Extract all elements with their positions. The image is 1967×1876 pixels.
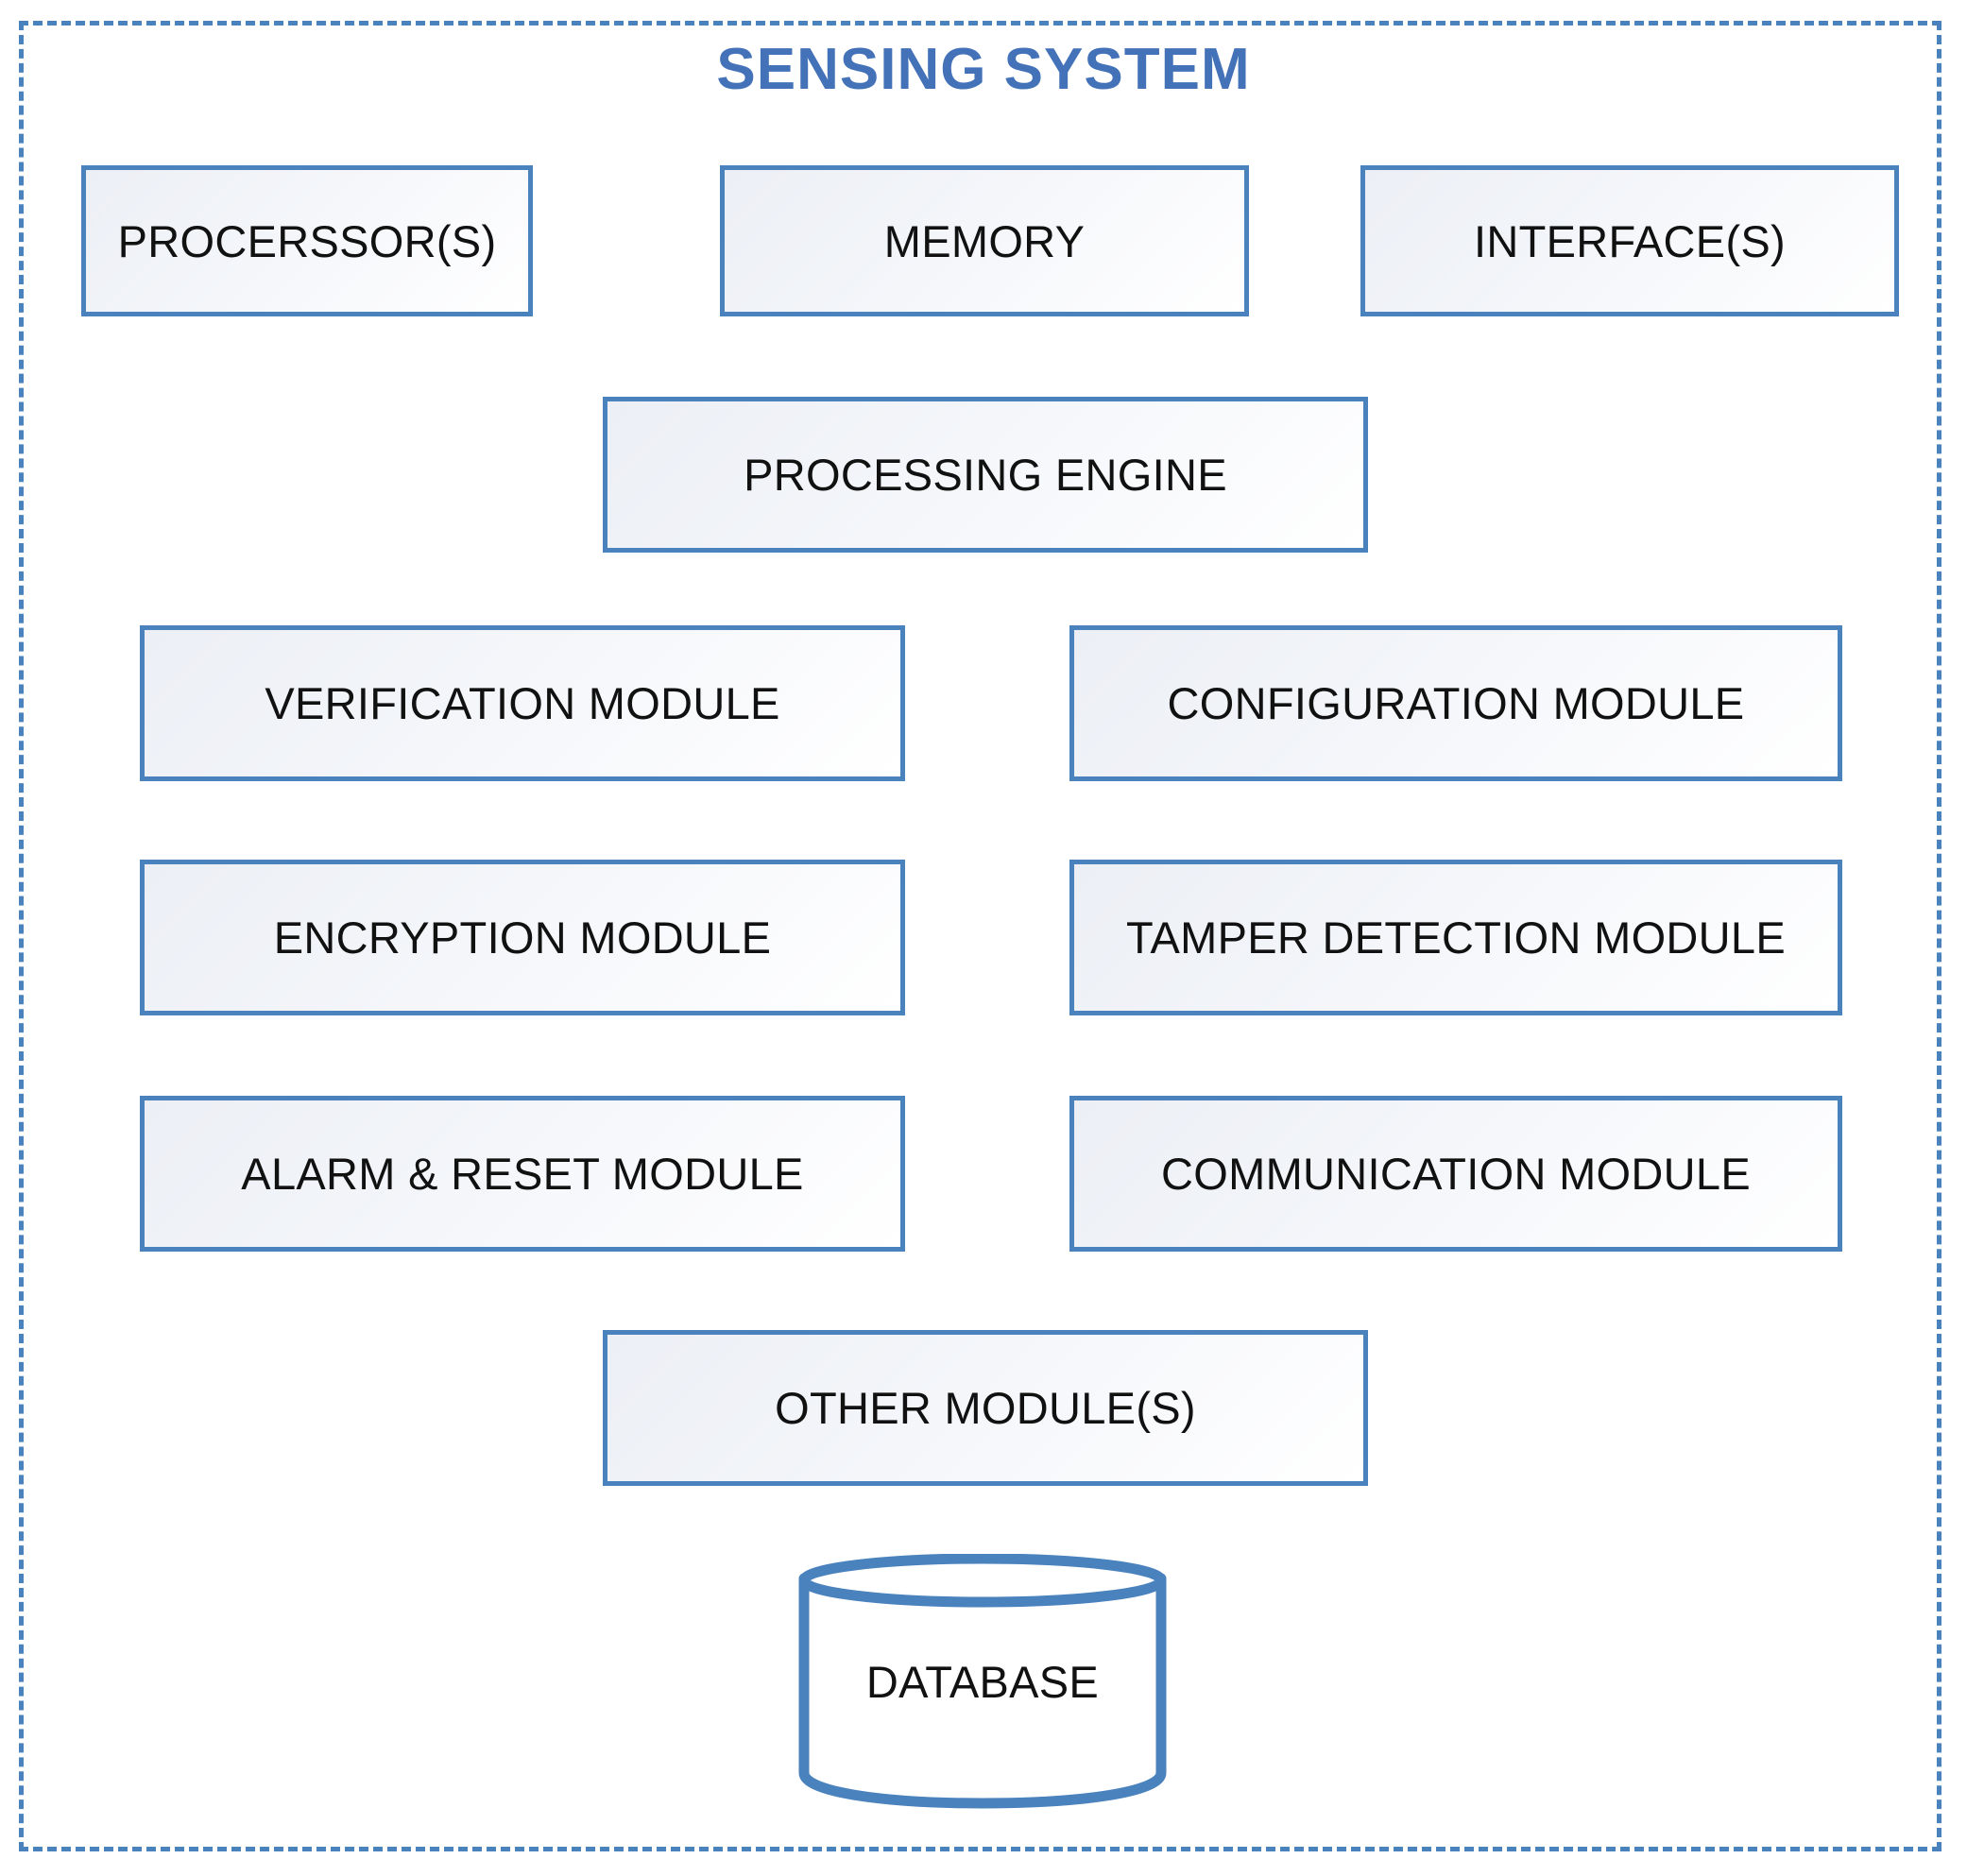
- block-verification-module: VERIFICATION MODULE: [140, 625, 905, 781]
- block-processing-engine: PROCESSING ENGINE: [603, 397, 1368, 553]
- block-communication-module: COMMUNICATION MODULE: [1069, 1096, 1842, 1252]
- block-other-modules: OTHER MODULE(S): [603, 1330, 1368, 1486]
- block-database: DATABASE: [798, 1554, 1167, 1809]
- block-tamper-detection-module: TAMPER DETECTION MODULE: [1069, 860, 1842, 1015]
- page-title: SENSING SYSTEM: [716, 37, 1251, 102]
- block-alarm-reset-module: ALARM & RESET MODULE: [140, 1096, 905, 1252]
- block-encryption-module: ENCRYPTION MODULE: [140, 860, 905, 1015]
- database-label: DATABASE: [865, 1656, 1100, 1707]
- sensing-system-container: [19, 21, 1941, 1851]
- block-configuration-module: CONFIGURATION MODULE: [1069, 625, 1842, 781]
- block-interfaces: INTERFACE(S): [1360, 165, 1899, 316]
- block-processors: PROCERSSOR(S): [81, 165, 533, 316]
- block-memory: MEMORY: [720, 165, 1249, 316]
- database-cylinder-icon: [798, 1554, 1167, 1809]
